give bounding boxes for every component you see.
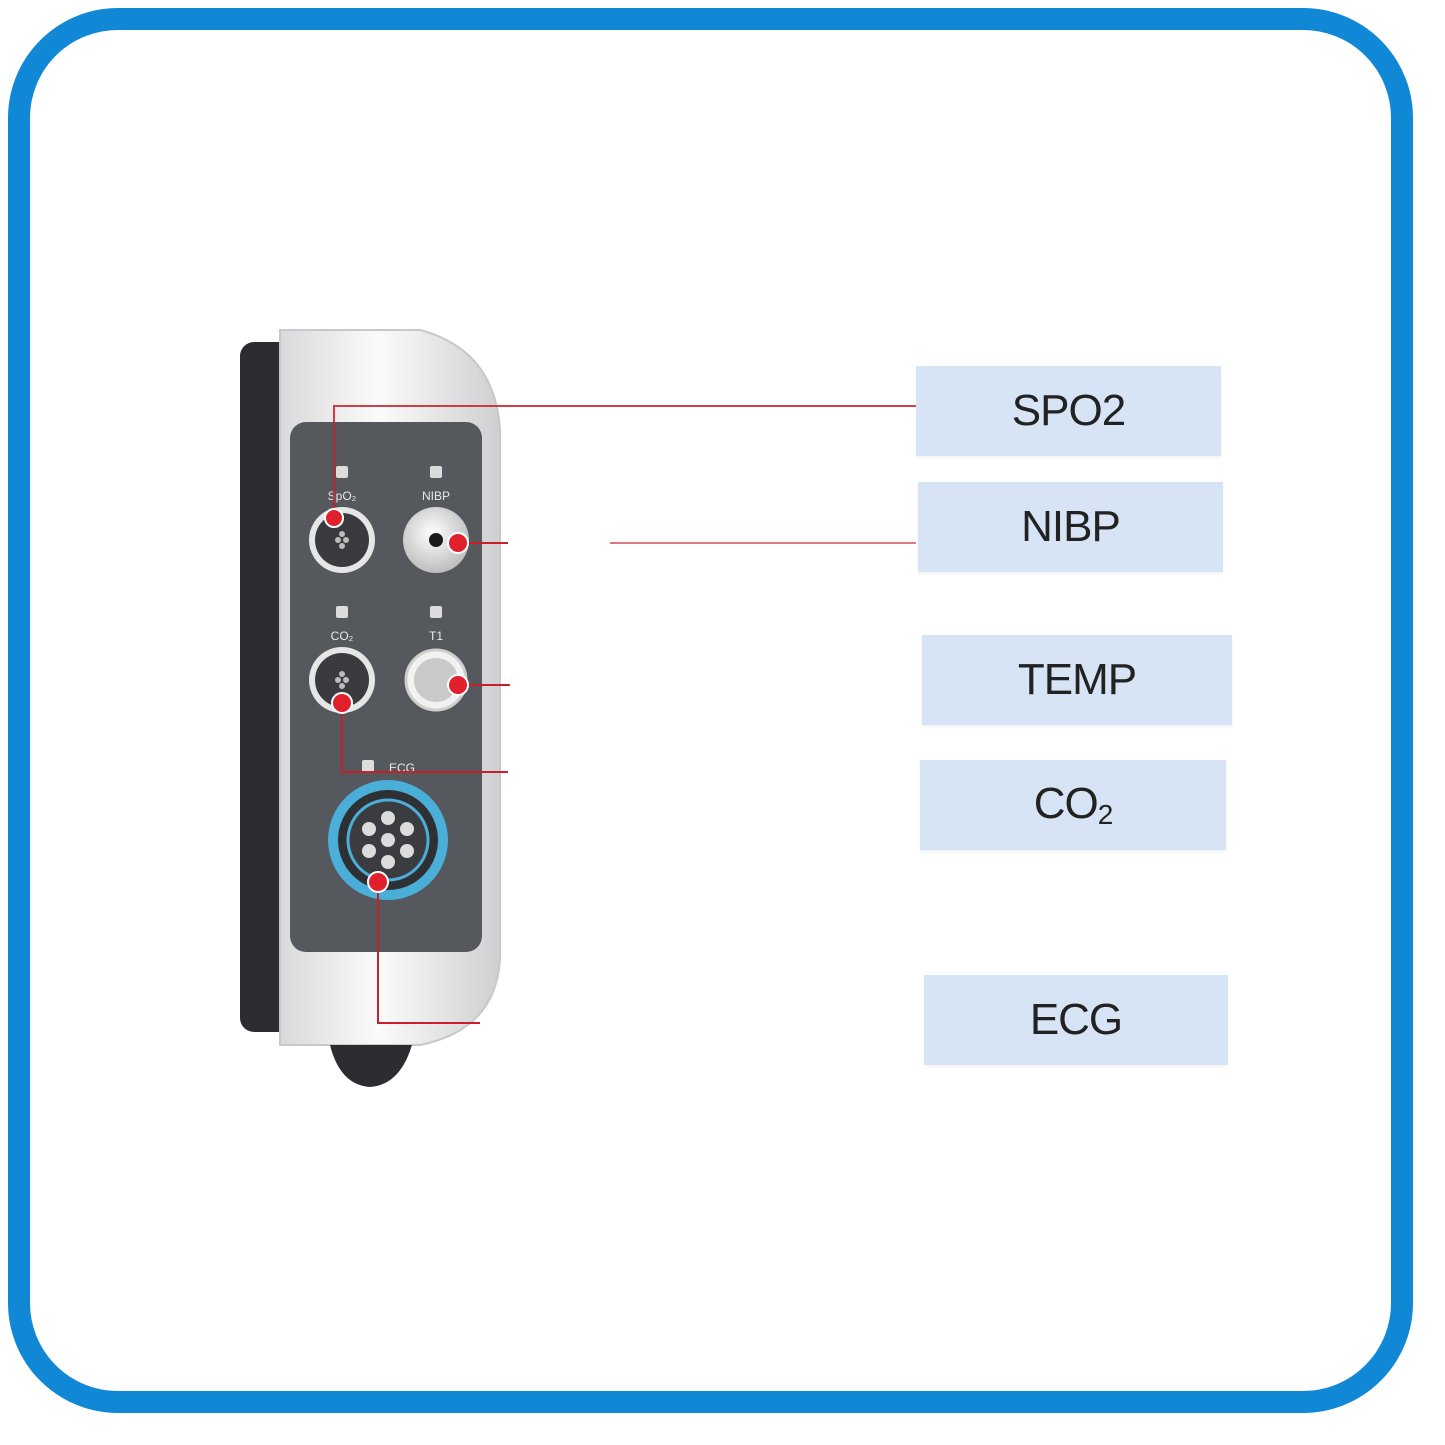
indicator-icons — [336, 466, 442, 772]
callout-nibp: NIBP — [918, 482, 1223, 572]
device-foot — [330, 1045, 412, 1087]
co2-connector — [309, 647, 375, 713]
callout-spo2-label: SPO2 — [1011, 386, 1126, 435]
callout-co2: CO2 — [920, 760, 1226, 850]
callout-spo2: SPO2 — [916, 366, 1221, 456]
callout-temp-label: TEMP — [1017, 655, 1137, 704]
ecg-connector — [328, 780, 448, 900]
leader-lines — [333, 405, 916, 1024]
callout-ecg-label: ECG — [1029, 995, 1123, 1044]
port-label-t1: T1 — [429, 629, 443, 643]
port-label-spo2: SpO₂ — [328, 489, 357, 503]
callout-nibp-label: NIBP — [1021, 502, 1121, 551]
callout-temp: TEMP — [922, 635, 1232, 725]
spo2-connector — [309, 507, 375, 573]
nibp-connector — [403, 507, 469, 573]
leader-dots — [324, 508, 469, 893]
temp-connector — [404, 648, 468, 712]
callout-co2-label: CO2 — [1033, 779, 1114, 830]
callout-ecg: ECG — [924, 975, 1228, 1065]
port-label-co2: CO₂ — [331, 629, 354, 643]
port-label-nibp: NIBP — [422, 489, 450, 503]
